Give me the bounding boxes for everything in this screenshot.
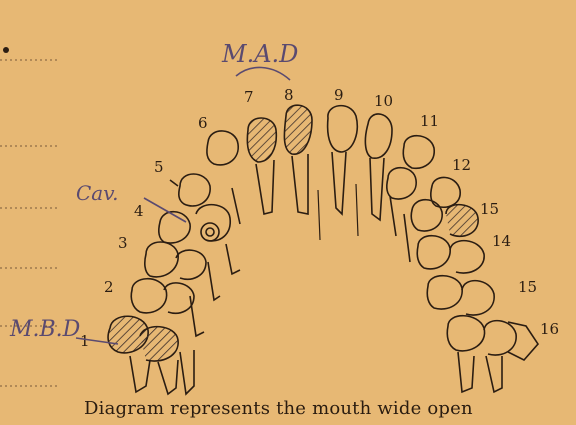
tooth-number-15: 15 bbox=[518, 278, 537, 296]
tooth-13 bbox=[411, 200, 442, 231]
tooth-10-root bbox=[370, 158, 384, 220]
tooth-7 bbox=[247, 118, 276, 162]
tooth-number-9: 9 bbox=[334, 86, 344, 104]
tooth-number-7: 7 bbox=[244, 88, 254, 106]
tooth-2 bbox=[131, 279, 166, 313]
annotation-cav: Cav. bbox=[76, 181, 119, 205]
tooth-number-6: 6 bbox=[198, 114, 208, 132]
tooth-11 bbox=[403, 136, 434, 169]
tooth-8 bbox=[284, 105, 312, 154]
tooth-6 bbox=[207, 131, 238, 165]
tooth-15 bbox=[427, 276, 462, 309]
tooth-number-14: 14 bbox=[492, 232, 511, 250]
roots-right bbox=[390, 196, 502, 392]
cavity-mark bbox=[201, 223, 219, 241]
tooth-4 bbox=[159, 212, 190, 243]
tooth-12 bbox=[387, 168, 416, 199]
tooth-9 bbox=[328, 106, 358, 152]
tooth-number-3: 3 bbox=[118, 234, 128, 252]
annotation-mad-bracket bbox=[236, 67, 290, 80]
teeth-arch bbox=[108, 105, 538, 394]
tooth-5 bbox=[179, 174, 210, 206]
tooth-number-13: 15 bbox=[480, 200, 499, 218]
tooth-number-2: 2 bbox=[104, 278, 114, 296]
tooth-number-1: 1 bbox=[80, 332, 90, 350]
annotation-mbd: M.B.D bbox=[9, 317, 81, 342]
margin-dot bbox=[3, 47, 9, 53]
annotation-cav-pointer bbox=[144, 198, 186, 222]
tooth-3 bbox=[145, 242, 178, 277]
tooth-number-11: 11 bbox=[420, 112, 439, 130]
tooth-number-5: 5 bbox=[154, 158, 164, 176]
diagram-caption: Diagram represents the mouth wide open bbox=[84, 398, 554, 419]
annotations: M.A.D Cav. M.B.D bbox=[9, 40, 298, 344]
tooth-number-8: 8 bbox=[284, 86, 294, 104]
tooth-number-10: 10 bbox=[374, 92, 393, 110]
tooth-number-16: 16 bbox=[540, 320, 559, 338]
tooth-8-root bbox=[292, 154, 308, 214]
tooth-16 bbox=[447, 316, 484, 351]
tooth-number-12: 12 bbox=[452, 156, 471, 174]
tooth-7-root bbox=[256, 160, 274, 214]
tooth-14 bbox=[417, 236, 450, 269]
tooth-10 bbox=[365, 114, 392, 158]
annotation-mad: M.A.D bbox=[221, 40, 298, 68]
tooth-number-4: 4 bbox=[134, 202, 144, 220]
tooth-9-root bbox=[332, 152, 346, 214]
